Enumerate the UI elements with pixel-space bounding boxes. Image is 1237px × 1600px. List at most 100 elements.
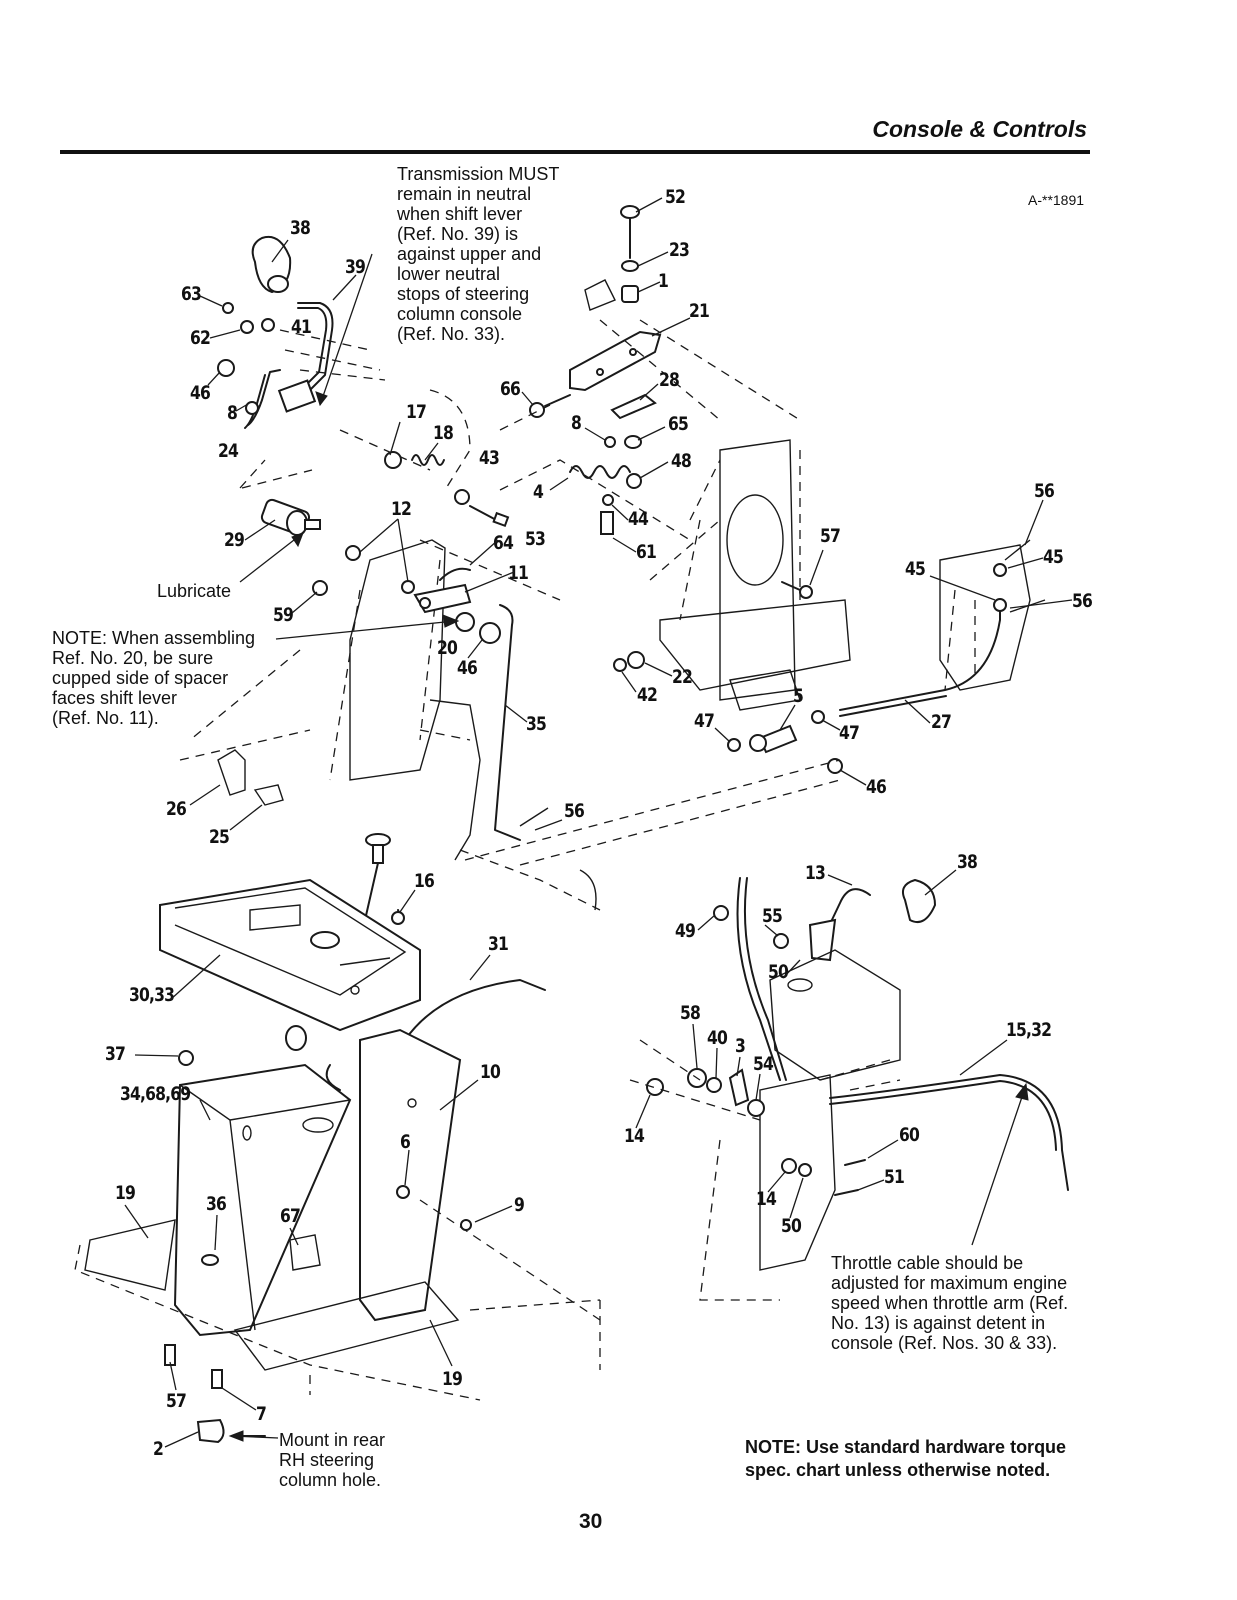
callout-53: 53 (525, 528, 546, 550)
bracket-21 (569, 330, 662, 392)
callout-56-b: 56 (1072, 590, 1093, 612)
transmission-note: Transmission MUST remain in neutral when… (397, 164, 560, 344)
callout-30-33: 30,33 (129, 984, 175, 1006)
callout-24: 24 (218, 440, 239, 462)
callout-2: 2 (153, 1438, 164, 1460)
console-30-33 (159, 878, 421, 1032)
callout-39: 39 (345, 256, 366, 278)
callout-43: 43 (479, 447, 500, 469)
callout-9: 9 (514, 1194, 525, 1216)
callout-46-c: 46 (866, 776, 887, 798)
callout-65: 65 (668, 413, 689, 435)
callout-21: 21 (689, 300, 710, 322)
shift-rod-27 (839, 599, 1001, 717)
callout-41: 41 (291, 316, 312, 338)
callout-64: 64 (493, 532, 514, 554)
cover-plate-10 (359, 1028, 462, 1322)
callout-3: 3 (735, 1035, 746, 1057)
callout-66: 66 (500, 378, 521, 400)
callout-14-b: 14 (756, 1188, 777, 1210)
callout-37: 37 (105, 1043, 126, 1065)
callout-8: 8 (227, 402, 238, 424)
callout-1: 1 (658, 270, 669, 292)
throttle-arm-13 (808, 878, 937, 962)
steering-column-34 (173, 1063, 352, 1337)
callout-60: 60 (899, 1124, 920, 1146)
callout-25: 25 (209, 826, 230, 848)
spacer-note: NOTE: When assembling Ref. No. 20, be su… (52, 628, 256, 728)
callout-67: 67 (280, 1205, 301, 1227)
callout-19: 19 (115, 1182, 136, 1204)
mount-note: Mount in rear RH steering column hole. (279, 1430, 386, 1490)
shift-lever-39 (277, 302, 334, 413)
callout-38: 38 (290, 217, 311, 239)
callout-23: 23 (669, 239, 690, 261)
callout-62: 62 (190, 327, 211, 349)
callout-50-b: 50 (781, 1215, 802, 1237)
callout-13: 13 (805, 862, 826, 884)
figure-id: A-**1891 (1028, 192, 1085, 208)
callout-58: 58 (680, 1002, 701, 1024)
callout-59: 59 (273, 604, 294, 626)
callout-57: 57 (820, 525, 841, 547)
torque-note: NOTE: Use standard hardware torque spec.… (745, 1437, 1067, 1480)
callout-46-b: 46 (457, 657, 478, 679)
callout-57-b: 57 (166, 1390, 187, 1412)
callout-15-32: 15,32 (1006, 1019, 1052, 1041)
callout-16: 16 (414, 870, 435, 892)
callout-48: 48 (671, 450, 692, 472)
callout-28: 28 (659, 369, 680, 391)
callout-44: 44 (628, 508, 649, 530)
callout-27: 27 (931, 711, 952, 733)
callout-6: 6 (400, 1131, 411, 1153)
callout-47: 47 (694, 710, 715, 732)
callout-38-b: 38 (957, 851, 978, 873)
callout-61: 61 (636, 541, 657, 563)
lubricate-note: Lubricate (157, 581, 232, 601)
callout-47-b: 47 (839, 722, 860, 744)
callout-26: 26 (166, 798, 187, 820)
callout-5: 5 (793, 685, 804, 707)
callout-56: 56 (1034, 480, 1055, 502)
callout-18: 18 (433, 422, 454, 444)
callout-54: 54 (753, 1053, 774, 1075)
mounting-plate-12 (329, 539, 446, 781)
callout-10: 10 (480, 1061, 501, 1083)
transmission-housing (649, 439, 851, 711)
shift-lever-11 (413, 567, 472, 614)
callout-11: 11 (508, 562, 529, 584)
callout-52: 52 (665, 186, 686, 208)
header-rule (60, 150, 1090, 154)
callout-45: 45 (1043, 546, 1064, 568)
callout-51: 51 (884, 1166, 905, 1188)
callout-17: 17 (406, 401, 427, 423)
callout-8-b: 8 (571, 412, 582, 434)
throttle-housing (769, 949, 901, 1091)
callout-45-b: 45 (905, 558, 926, 580)
callout-36: 36 (206, 1193, 227, 1215)
callout-34-68-69: 34,68,69 (120, 1083, 191, 1105)
callout-19-b: 19 (442, 1368, 463, 1390)
callout-56-c: 56 (564, 800, 585, 822)
callout-46: 46 (190, 382, 211, 404)
throttle-note: Throttle cable should be adjusted for ma… (831, 1253, 1069, 1353)
section-title: Console & Controls (872, 116, 1087, 142)
callout-42: 42 (637, 684, 658, 706)
callout-22: 22 (672, 666, 693, 688)
callout-31: 31 (488, 933, 509, 955)
callout-14: 14 (624, 1125, 645, 1147)
callout-12: 12 (391, 498, 412, 520)
callout-4: 4 (533, 481, 544, 503)
callout-55: 55 (762, 905, 783, 927)
callout-49: 49 (675, 920, 696, 942)
dipstick (364, 833, 391, 921)
callout-29: 29 (224, 529, 245, 551)
callout-40: 40 (707, 1027, 728, 1049)
callout-20: 20 (437, 637, 458, 659)
callout-35: 35 (526, 713, 547, 735)
callout-63: 63 (181, 283, 202, 305)
callout-7: 7 (256, 1403, 267, 1425)
page-number: 30 (579, 1510, 603, 1533)
